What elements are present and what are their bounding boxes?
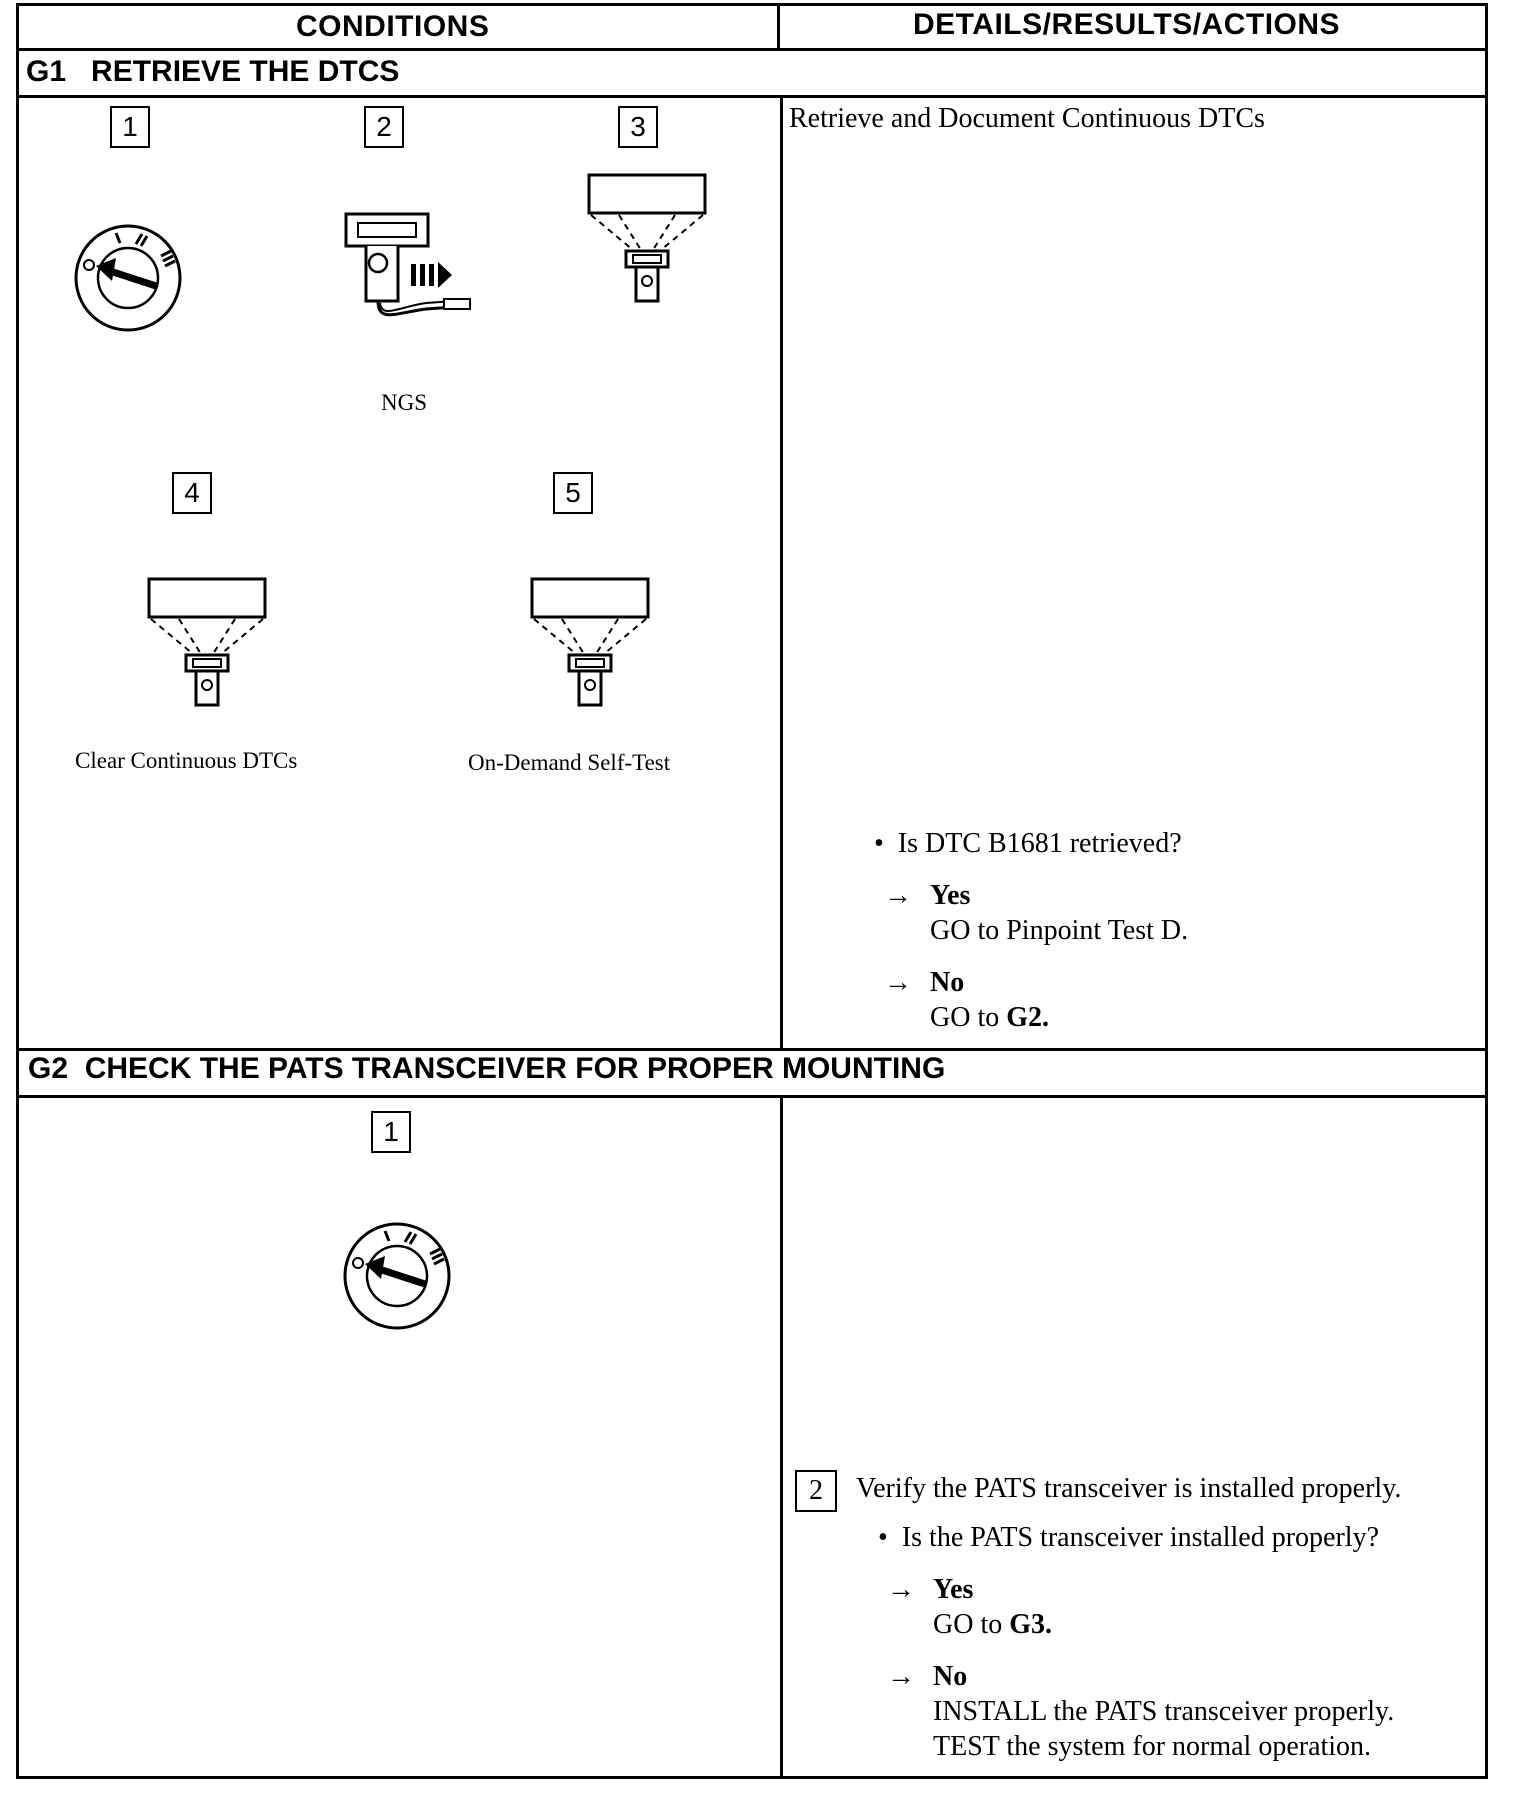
- bullet: •: [874, 828, 884, 859]
- step-number: 3: [618, 106, 658, 148]
- arrow-icon: →: [887, 1574, 915, 1605]
- section-code: G2: [28, 1052, 69, 1085]
- divider: [16, 1095, 1488, 1098]
- no-action-line: INSTALL the PATS transceiver properly.: [933, 1696, 1395, 1727]
- step-number: 1: [110, 106, 150, 148]
- question-text: Is the PATS transceiver installed proper…: [901, 1522, 1380, 1553]
- yes-action-target: G3.: [1009, 1609, 1053, 1640]
- table-frame: [16, 3, 1488, 1779]
- step-number: 4: [172, 472, 212, 514]
- ignition-switch-icon: [73, 223, 183, 333]
- yes-action: GO to Pinpoint Test D.: [930, 915, 1189, 946]
- column-divider: [780, 95, 783, 1051]
- yes-action-text: GO to: [933, 1609, 1003, 1640]
- details-intro: Retrieve and Document Continuous DTCs: [789, 103, 1265, 134]
- diagnostic-table: CONDITIONS DETAILS/RESULTS/ACTIONS G1 RE…: [16, 3, 1488, 1779]
- column-divider: [777, 3, 780, 50]
- arrow-icon: →: [884, 967, 912, 998]
- no-action-target: G2.: [1006, 1002, 1050, 1033]
- scan-tool-display-icon: [530, 577, 650, 707]
- conditions-header: CONDITIONS: [296, 10, 490, 43]
- step-caption: Clear Continuous DTCs: [75, 748, 298, 773]
- step-number: 2: [795, 1470, 837, 1512]
- divider: [16, 95, 1488, 98]
- yes-label: Yes: [933, 1574, 974, 1605]
- scan-tool-display-icon: [147, 577, 267, 707]
- arrow-icon: →: [884, 880, 912, 911]
- arrow-icon: →: [887, 1661, 915, 1692]
- divider: [16, 48, 1488, 51]
- no-action-line: TEST the system for normal operation.: [933, 1731, 1372, 1762]
- step-number: 1: [371, 1111, 411, 1153]
- details-header: DETAILS/RESULTS/ACTIONS: [913, 8, 1341, 41]
- section-title-g1: G1 RETRIEVE THE DTCS: [26, 55, 399, 89]
- section-code: G1: [26, 55, 67, 88]
- step-caption: NGS: [381, 390, 428, 415]
- step-number: 5: [553, 472, 593, 514]
- bullet: •: [878, 1522, 888, 1553]
- question-text: Is DTC B1681 retrieved?: [897, 828, 1182, 859]
- instruction-text: Verify the PATS transceiver is installed…: [856, 1473, 1402, 1504]
- yes-action: GO to G3.: [933, 1609, 1052, 1641]
- step-number: 2: [364, 106, 404, 148]
- no-label: No: [930, 967, 965, 998]
- ngs-tester-icon: [344, 212, 471, 317]
- no-action-text: GO to: [930, 1002, 1000, 1033]
- scan-tool-display-icon: [587, 173, 707, 303]
- no-label: No: [933, 1661, 968, 1692]
- section-title-text: CHECK THE PATS TRANSCEIVER FOR PROPER MO…: [84, 1052, 946, 1085]
- ignition-switch-icon: [342, 1221, 452, 1331]
- bullet-question: • Is DTC B1681 retrieved?: [874, 828, 1182, 860]
- step-caption: On-Demand Self-Test: [468, 750, 671, 775]
- column-divider: [780, 1095, 783, 1779]
- divider: [16, 1048, 1488, 1051]
- yes-label: Yes: [930, 880, 971, 911]
- no-action: GO to G2.: [930, 1002, 1049, 1034]
- bullet-question: • Is the PATS transceiver installed prop…: [878, 1522, 1379, 1554]
- section-title-g2: G2 CHECK THE PATS TRANSCEIVER FOR PROPER…: [28, 1052, 945, 1086]
- section-title-text: RETRIEVE THE DTCS: [91, 55, 400, 88]
